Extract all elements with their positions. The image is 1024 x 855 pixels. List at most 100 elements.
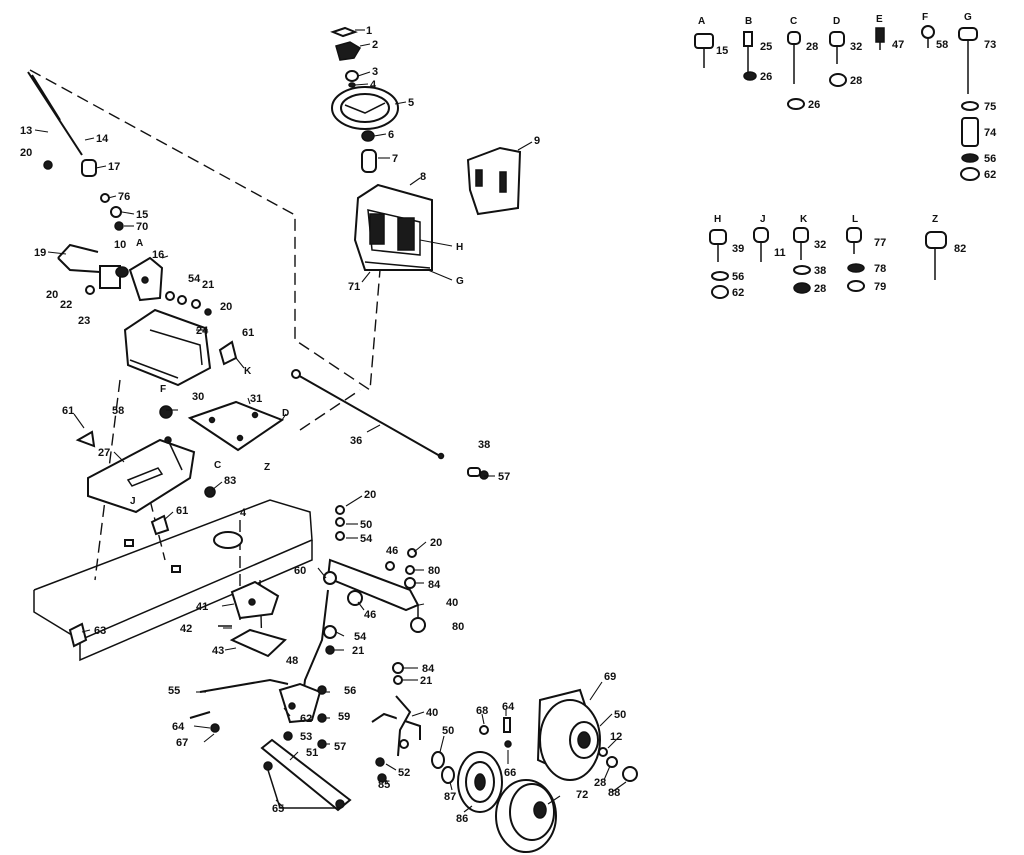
callout-2: 2 [372, 39, 378, 51]
hw-letter-H: H [714, 214, 721, 225]
callout-27: 27 [98, 447, 110, 459]
hw-H-part-1: 39 [732, 243, 744, 255]
hw-J-part-1: 11 [774, 247, 786, 259]
hw-K-part-2: 38 [814, 265, 826, 277]
callout-7: 7 [392, 153, 398, 165]
callout-50-a: 50 [360, 519, 372, 531]
callout-C: C [214, 460, 221, 471]
hw-K-part-1: 32 [814, 239, 826, 251]
hw-G-part-5: 62 [984, 169, 996, 181]
callout-16: 16 [152, 249, 164, 261]
callout-H: H [456, 242, 463, 253]
callout-84-b: 84 [422, 663, 435, 675]
callout-57-b: 57 [334, 741, 346, 753]
hw-letter-F: F [922, 12, 928, 23]
hw-L-part-2: 78 [874, 263, 886, 275]
callout-46-a: 46 [386, 545, 398, 557]
callout-3: 3 [372, 66, 378, 78]
callout-17: 17 [108, 161, 120, 173]
plate-61-lower [260, 738, 352, 812]
callout-14: 14 [96, 133, 109, 145]
hw-letter-L: L [852, 214, 858, 225]
callout-52: 52 [398, 767, 410, 779]
hw-B-part-1: 25 [760, 41, 772, 53]
cable-36 [291, 369, 445, 460]
hw-Z-part-1: 82 [954, 243, 966, 255]
callout-10: 10 [114, 239, 126, 251]
misc-small-parts [68, 405, 489, 648]
callout-64: 64 [172, 721, 185, 733]
callout-57-a: 57 [498, 471, 510, 483]
callout-56: 56 [344, 685, 356, 697]
bracket-24 [123, 308, 212, 387]
hardware-legend-labels: A 15 B 25 26 C 28 26 D 32 28 E 47 F 58 G… [698, 12, 997, 299]
callout-70: 70 [136, 221, 148, 233]
hw-C-part-1: 28 [806, 41, 818, 53]
callout-A: A [136, 238, 143, 249]
hw-A-part-1: 15 [716, 45, 728, 57]
callout-72: 72 [576, 789, 588, 801]
callout-58: 58 [112, 405, 124, 417]
callout-85: 85 [378, 779, 390, 791]
callout-Z: Z [264, 462, 270, 473]
callout-67: 67 [176, 737, 188, 749]
dash-console [353, 183, 433, 271]
callout-63: 63 [94, 625, 106, 637]
callout-46-b: 46 [364, 609, 376, 621]
callout-71: 71 [348, 281, 360, 293]
callout-62: 62 [300, 713, 312, 725]
hw-letter-E: E [876, 14, 883, 25]
tractor-frame [33, 499, 313, 662]
hw-letter-K: K [800, 214, 808, 225]
callout-19: 19 [34, 247, 46, 259]
callout-86: 86 [456, 813, 468, 825]
callout-36: 36 [350, 435, 362, 447]
callout-4: 4 [370, 79, 377, 91]
callout-40-a: 40 [446, 597, 458, 609]
callout-68: 68 [476, 705, 488, 717]
callout-50-b: 50 [442, 725, 454, 737]
callout-J: J [130, 496, 136, 507]
hw-letter-J: J [760, 214, 766, 225]
callout-60: 60 [294, 565, 306, 577]
callout-20-a: 20 [20, 147, 32, 159]
hw-G-part-3: 74 [984, 127, 997, 139]
hw-H-part-3: 62 [732, 287, 744, 299]
hw-C-part-2: 26 [808, 99, 820, 111]
callout-51: 51 [306, 747, 318, 759]
callout-5: 5 [408, 97, 414, 109]
hw-F-part-1: 58 [936, 39, 948, 51]
callout-40-b: 40 [426, 707, 438, 719]
callout-61-b: 61 [62, 405, 74, 417]
callout-50-c: 50 [614, 709, 626, 721]
pulley-assembly [431, 688, 638, 853]
hw-K-part-3: 28 [814, 283, 826, 295]
callout-83: 83 [224, 475, 236, 487]
callout-61-c: 61 [176, 505, 188, 517]
callout-41: 41 [196, 601, 208, 613]
callout-55: 55 [168, 685, 180, 697]
callout-42: 42 [180, 623, 192, 635]
clip-61 [218, 340, 238, 366]
callout-K: K [244, 366, 252, 377]
callout-21-c: 21 [420, 675, 432, 687]
hw-letter-B: B [745, 16, 752, 27]
callout-43: 43 [212, 645, 224, 657]
callout-9: 9 [534, 135, 540, 147]
callout-20-c: 20 [46, 289, 58, 301]
hw-letter-Z: Z [932, 214, 938, 225]
callout-87: 87 [444, 791, 456, 803]
callout-12: 12 [610, 731, 622, 743]
callout-38: 38 [478, 439, 490, 451]
callout-76: 76 [118, 191, 130, 203]
leader-lines [34, 29, 627, 813]
callout-69: 69 [604, 671, 616, 683]
callout-D: D [282, 408, 289, 419]
bracket-9 [466, 146, 522, 216]
hw-letter-G: G [964, 12, 972, 23]
callout-66: 66 [504, 767, 516, 779]
callout-65: 65 [272, 803, 284, 815]
callout-23: 23 [78, 315, 90, 327]
bracket-41-43 [218, 580, 287, 658]
callout-31: 31 [250, 393, 262, 405]
